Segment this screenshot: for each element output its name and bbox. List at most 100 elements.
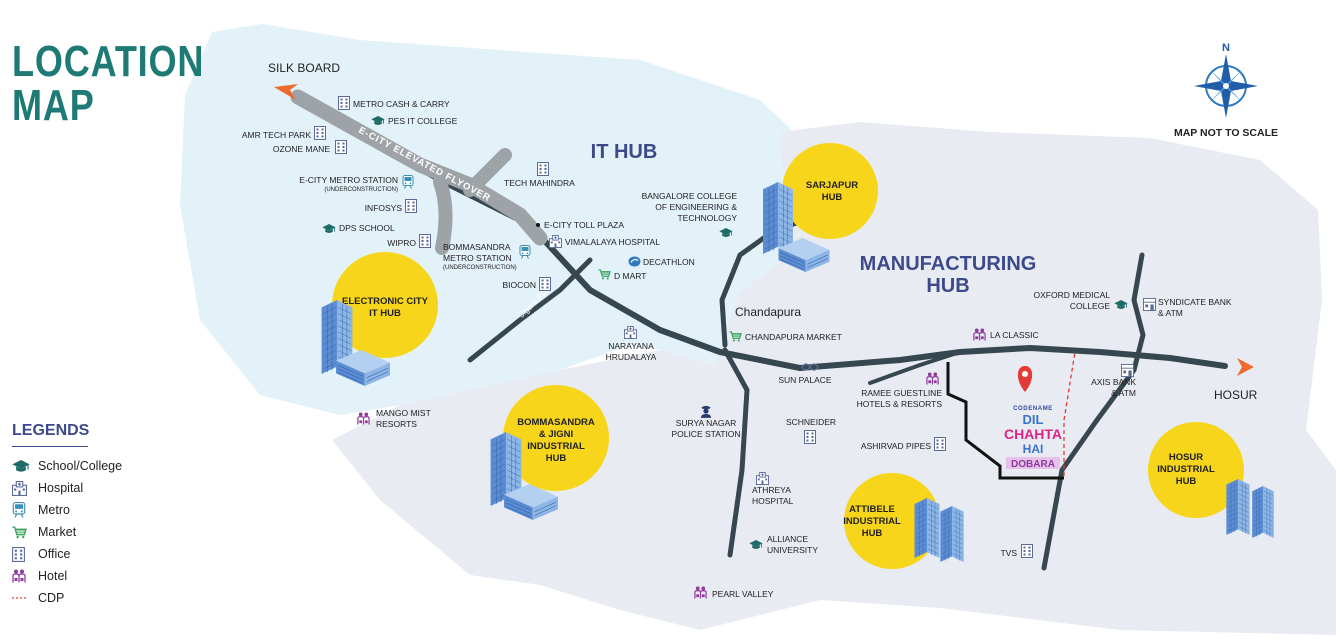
legend-item-office: Office: [12, 543, 172, 565]
hub-bommasandra: BOMMASANDRA & JIGNI INDUSTRIAL HUB: [490, 385, 609, 520]
market-icon: [12, 525, 27, 539]
label-axis-2: & ATM: [1111, 388, 1136, 398]
office-icon: [804, 430, 816, 444]
label-biocon: BIOCON: [502, 280, 536, 290]
label-mango-1: MANGO MIST: [376, 408, 431, 418]
title-line-2: MAP: [12, 81, 95, 130]
hub-electronic-city: ELECTRONIC CITY IT HUB: [321, 252, 438, 386]
legend-label: Hospital: [38, 481, 84, 495]
hub-label-line: IT HUB: [369, 308, 401, 319]
office-icon: [335, 140, 347, 154]
label-d-mart: D MART: [614, 271, 646, 281]
label-vimalalaya-hospital: VIMALALAYA HOSPITAL: [565, 237, 660, 247]
hub-label-line: HOSUR: [1169, 452, 1203, 463]
office-icon: [934, 437, 946, 451]
legend-label: Market: [38, 525, 77, 539]
label-bangalore-college-2: OF ENGINEERING &: [655, 202, 737, 212]
label-ramee-1: RAMEE GUESTLINE: [861, 388, 942, 398]
office-icon: [537, 162, 549, 176]
label-athreya-2: HOSPITAL: [752, 496, 794, 506]
hub-label-line: ELECTRONIC CITY: [342, 296, 429, 307]
label-bommasandra-metro-sub: (UNDERCONSTRUCTION): [443, 265, 517, 271]
it-hub-label: IT HUB: [591, 141, 658, 163]
hub-label-line: INDUSTRIAL: [1157, 464, 1215, 475]
label-wipro: WIPRO: [387, 238, 416, 248]
project-tagline-bg: [1006, 457, 1060, 469]
label-syndicate-2: & ATM: [1158, 308, 1183, 318]
office-icon: [419, 234, 431, 248]
label-axis-1: AXIS BANK: [1091, 377, 1136, 387]
legend-label: School/College: [38, 459, 123, 473]
compass-north-label: N: [1222, 42, 1230, 54]
hotel-icon: [357, 412, 370, 425]
office-icon: [12, 546, 25, 562]
hub-hosur: HOSUR INDUSTRIAL HUB: [1148, 422, 1275, 539]
hub-label-line: BOMMASANDRA: [517, 417, 595, 428]
label-hosur: HOSUR: [1214, 388, 1258, 402]
legend-label: Metro: [38, 503, 70, 517]
flyover-branch-south: [433, 175, 453, 255]
label-decathlon: DECATHLON: [643, 257, 695, 267]
label-ashirvad-pipes: ASHIRVAD PIPES: [861, 441, 931, 451]
legend-item-market: Market: [12, 521, 172, 543]
hub-label-line: ATTIBELE: [849, 504, 895, 515]
legend-title: LEGENDS: [12, 422, 89, 447]
legend-label: Hotel: [38, 569, 68, 583]
label-tvs: TVS: [1000, 548, 1017, 558]
bank-icon: [1121, 364, 1134, 377]
project-codename: CODENAME: [1013, 406, 1053, 412]
office-icon: [405, 199, 417, 213]
legend-item-cdp: CDP: [12, 587, 172, 609]
label-oxford-2: COLLEGE: [1070, 301, 1110, 311]
manufacturing-hub-label-line1: MANUFACTURING: [860, 253, 1037, 275]
label-bangalore-college-3: TECHNOLOGY: [677, 213, 737, 223]
cdp-line-icon: [12, 597, 28, 599]
label-pearl-valley: PEARL VALLEY: [712, 589, 774, 599]
legend-label: Office: [38, 547, 71, 561]
office-icon: [338, 96, 350, 110]
label-surya-2: POLICE STATION: [671, 429, 740, 439]
label-alliance-1: ALLIANCE: [767, 534, 808, 544]
project-line1: DIL: [1023, 412, 1044, 427]
label-ecity-metro: E-CITY METRO STATION: [299, 175, 398, 185]
hosur-arrow-icon: [1237, 358, 1254, 376]
toll-plaza-dot-icon: [536, 223, 540, 227]
office-icon: [539, 277, 551, 291]
compass: N MAP NOT TO SCALE: [1170, 40, 1282, 139]
label-athreya-1: ATHREYA: [752, 485, 791, 495]
manufacturing-zone: [332, 122, 1336, 635]
tower-illustration-icon: [914, 497, 940, 559]
hub-label-line: HUB: [822, 192, 843, 203]
metro-icon: [12, 502, 26, 518]
tower-illustration-icon: [762, 182, 794, 254]
project-boundary: [946, 362, 1064, 480]
hub-label-line: HUB: [862, 528, 883, 539]
label-ecity-toll-plaza: E-CITY TOLL PLAZA: [544, 220, 624, 230]
page-title: LOCATION MAP: [12, 40, 204, 128]
manufacturing-hub-label-line2: HUB: [926, 275, 969, 297]
legend: LEGENDS School/College Hospital Metro Ma…: [12, 422, 172, 609]
silk-board-arrow-icon: [274, 84, 298, 100]
hub-label-line: HUB: [546, 453, 567, 464]
hub-label-line: & JIGNI: [539, 429, 573, 440]
hub-label-line: INDUSTRIAL: [527, 441, 585, 452]
label-ozone-mane: OZONE MANE: [273, 144, 330, 154]
office-icon: [314, 126, 326, 140]
label-amr-tech-park: AMR TECH PARK: [242, 130, 311, 140]
title-line-1: LOCATION: [12, 37, 205, 86]
cdp-boundary: [1063, 351, 1076, 476]
flyover-branch-north: [463, 148, 512, 197]
label-mango-2: RESORTS: [376, 419, 417, 429]
hub-attibele: ATTIBELE INDUSTRIAL HUB: [843, 473, 964, 569]
label-chandapura-market: CHANDAPURA MARKET: [745, 332, 842, 342]
label-bangalore-college-1: BANGALORE COLLEGE: [642, 191, 738, 201]
project-line3: HAI: [1023, 442, 1044, 456]
label-syndicate-1: SYNDICATE BANK: [1158, 297, 1232, 307]
project-marker: CODENAME DIL CHAHTA HAI DOBARA: [1004, 366, 1062, 470]
label-alliance-2: UNIVERSITY: [767, 545, 818, 555]
label-chandapura: Chandapura: [735, 305, 801, 319]
office-icon: [1021, 544, 1033, 558]
label-ecity-metro-sub: (UNDERCONSTRUCTION): [324, 187, 398, 193]
label-tech-mahindra: TECH MAHINDRA: [504, 178, 575, 188]
hub-label-line: INDUSTRIAL: [843, 516, 901, 527]
